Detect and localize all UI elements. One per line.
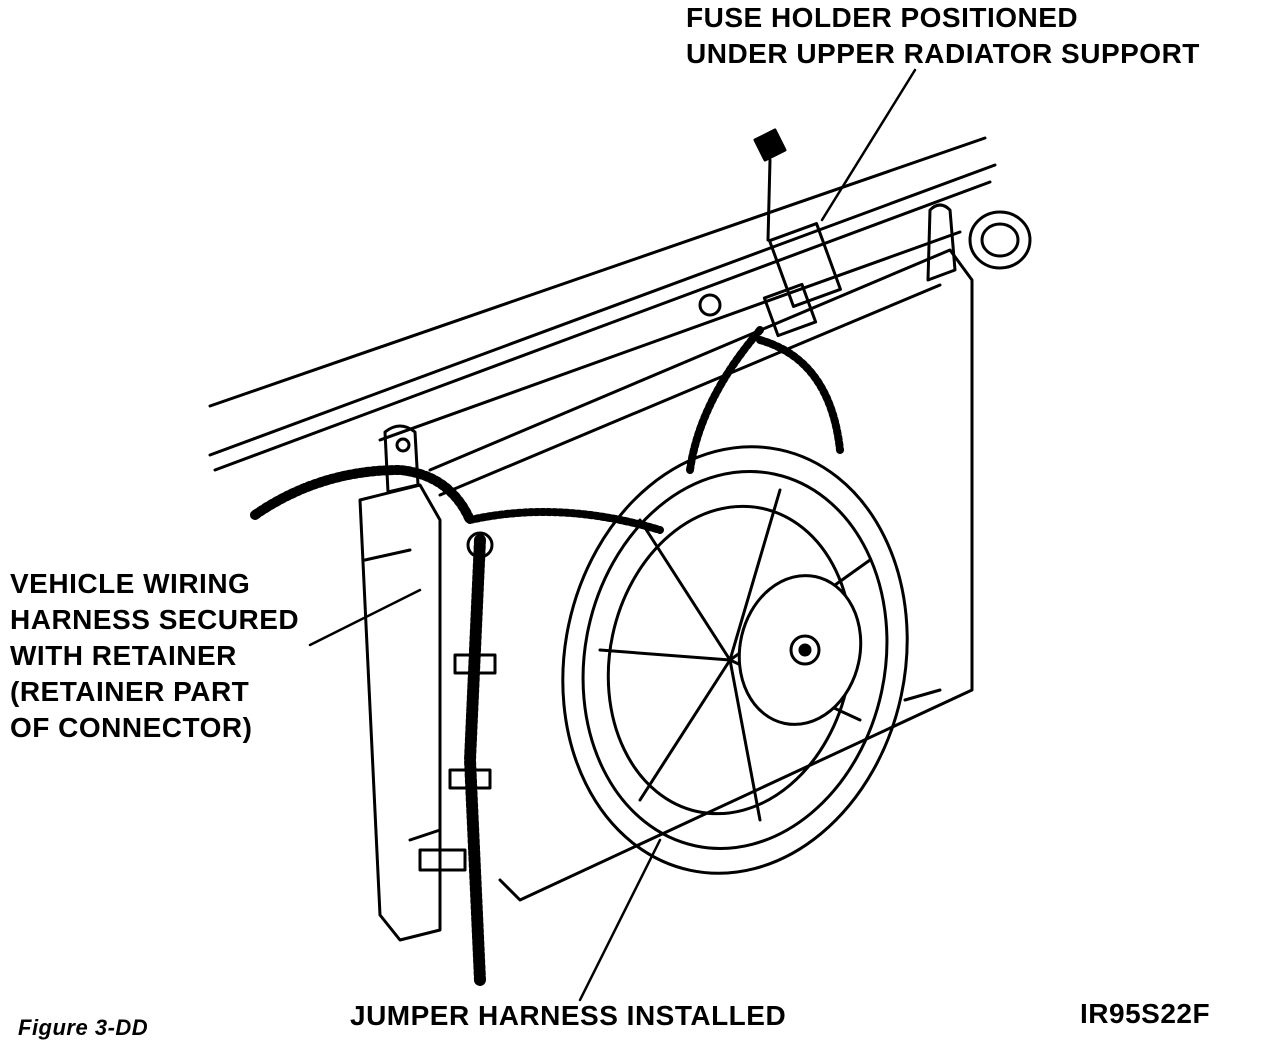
callout-line: UNDER UPPER RADIATOR SUPPORT bbox=[686, 38, 1200, 69]
callout-line: FUSE HOLDER POSITIONED bbox=[686, 2, 1079, 33]
callout-line: OF CONNECTOR) bbox=[10, 712, 253, 743]
figure-caption: Figure 3-DD bbox=[18, 1015, 149, 1040]
wiring-harness-callout: VEHICLE WIRING HARNESS SECURED WITH RETA… bbox=[10, 566, 299, 746]
callout-line: VEHICLE WIRING bbox=[10, 568, 251, 599]
jumper-harness bbox=[470, 540, 480, 980]
part-code: IR95S22F bbox=[1080, 998, 1211, 1029]
leader-lines bbox=[310, 70, 915, 1000]
radiator-left-tank bbox=[360, 426, 440, 940]
harness-to-fan bbox=[470, 330, 840, 530]
jumper-harness-callout: JUMPER HARNESS INSTALLED bbox=[350, 1000, 787, 1031]
radiator-shroud bbox=[430, 250, 972, 900]
cooling-fan bbox=[524, 414, 946, 905]
radiator-cap bbox=[928, 205, 1030, 280]
callout-line: WITH RETAINER bbox=[10, 640, 237, 671]
harness-clips bbox=[420, 533, 495, 870]
fuse-holder bbox=[700, 130, 840, 336]
upper-radiator-support bbox=[210, 138, 995, 470]
callout-line: (RETAINER PART bbox=[10, 676, 250, 707]
callout-line: HARNESS SECURED bbox=[10, 604, 300, 635]
vehicle-wiring-harness bbox=[255, 470, 470, 520]
fuse-holder-callout: FUSE HOLDER POSITIONED UNDER UPPER RADIA… bbox=[686, 0, 1200, 72]
